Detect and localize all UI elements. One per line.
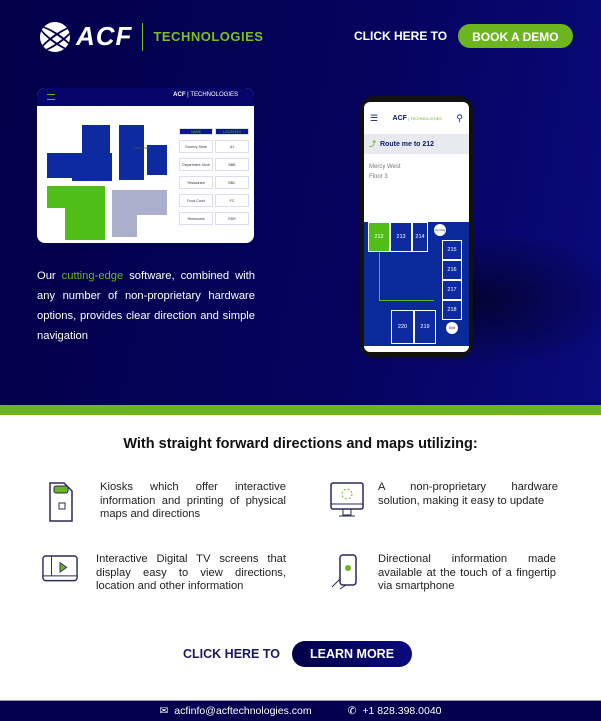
food-court-label: Food Court <box>133 146 151 150</box>
monitor-icon <box>330 482 364 517</box>
footer: ✉ acfinfo@acftechnologies.com ✆ +1 828.398… <box>0 700 601 721</box>
feature-text: A non-proprietary hardware solution, mak… <box>378 481 558 507</box>
desc-text: software, combined with any number of no… <box>37 270 255 342</box>
learn-more-cta: CLICK HERE TO LEARN MORE <box>183 641 413 667</box>
phone-icon: ✆ <box>347 705 357 717</box>
cell: RDR <box>215 212 249 225</box>
cell: Restrooms <box>179 212 213 225</box>
phone-mockup: ☰ ACF | TECHNOLOGIES ⚲ ⤴ Route me to 212… <box>360 96 473 358</box>
email-link[interactable]: ✉ acfinfo@acftechnologies.com <box>159 705 311 717</box>
kiosk-topbar: ACF | TECHNOLOGIES <box>37 88 254 106</box>
phone-link[interactable]: ✆ +1 828.398.0040 <box>348 705 442 717</box>
room-212[interactable]: 212 <box>368 222 390 252</box>
hero-section: ACF TECHNOLOGIES CLICK HERE TO BOOK A DE… <box>0 0 601 405</box>
cell: Department Store <box>179 158 213 171</box>
learn-more-button[interactable]: LEARN MORE <box>292 641 413 667</box>
route-path <box>379 252 380 300</box>
feature-hardware: A non-proprietary hardware solution, mak… <box>330 481 558 523</box>
kiosk-screen-mockup: ACF | TECHNOLOGIES Food Court NAME LOCAT… <box>37 88 254 243</box>
email-text: acfinfo@acftechnologies.com <box>174 705 312 717</box>
header-name: NAME <box>179 128 213 135</box>
location-info: Mercy West Floor 3 <box>364 154 469 219</box>
features-heading: With straight forward directions and map… <box>123 436 478 452</box>
envelope-icon: ✉ <box>159 705 169 717</box>
search-icon: ⚲ <box>456 112 463 123</box>
logo-subtext: TECHNOLOGIES <box>153 29 264 44</box>
feature-kiosk: Kiosks which offer interactive informati… <box>44 481 286 523</box>
book-demo-button[interactable]: BOOK A DEMO <box>458 24 573 48</box>
cta-prefix: CLICK HERE TO <box>183 647 280 661</box>
kiosk-logo: ACF | TECHNOLOGIES <box>173 92 238 98</box>
cell: BBB <box>215 158 249 171</box>
room-220[interactable]: 220 <box>391 310 414 344</box>
up-only-badge: Up Only <box>434 224 446 236</box>
feature-text: Directional information made available a… <box>378 553 556 592</box>
phone-screen: ☰ ACF | TECHNOLOGIES ⚲ ⤴ Route me to 212… <box>364 102 469 352</box>
acf-logo[interactable]: ACF TECHNOLOGIES <box>40 21 263 52</box>
room-217[interactable]: 217 <box>442 280 462 300</box>
route-path <box>379 300 434 301</box>
cell: BBC <box>215 176 249 189</box>
room-215[interactable]: 215 <box>442 240 462 260</box>
green-divider <box>0 405 601 415</box>
tv-screen-icon <box>42 555 78 582</box>
kiosk-icon <box>49 482 73 522</box>
logo-text: ACF <box>76 21 133 51</box>
demo-cta: CLICK HERE TO BOOK A DEMO <box>354 24 573 48</box>
phone-text: +1 828.398.0040 <box>362 705 442 717</box>
room-219[interactable]: 219 <box>414 310 436 344</box>
feature-text: Kiosks which offer interactive informati… <box>100 481 286 520</box>
hero-description: Our cutting-edge software, combined with… <box>37 266 255 346</box>
room-218[interactable]: 218 <box>442 300 462 320</box>
menu-icon <box>47 94 55 100</box>
room-214[interactable]: 214 <box>412 222 428 252</box>
route-bar[interactable]: ⤴ Route me to 212 <box>364 134 469 154</box>
globe-logo-icon <box>40 21 70 52</box>
room-213[interactable]: 213 <box>390 222 412 252</box>
floor-map: 212 213 214 215 216 217 218 219 220 Up O… <box>364 222 469 346</box>
route-label: Route me to 212 <box>380 140 435 148</box>
cell: Grocery Store <box>179 140 213 153</box>
building-name: Mercy West <box>369 164 401 170</box>
cell: A1 <box>215 140 249 153</box>
feature-smartphone: Directional information made available a… <box>330 553 556 595</box>
feature-text: Interactive Digital TV screens that disp… <box>96 553 286 592</box>
table-header: NAME LOCATION <box>179 128 249 135</box>
logo-divider <box>142 22 144 51</box>
smartphone-hand-icon <box>331 554 357 590</box>
cta-prefix: CLICK HERE TO <box>354 29 448 43</box>
cell: Food Court <box>179 194 213 207</box>
phone-logo: ACF | TECHNOLOGIES <box>392 114 442 122</box>
floor-name: Floor 3 <box>369 174 388 180</box>
desc-text: Our <box>37 270 62 282</box>
cell: Restaurant <box>179 176 213 189</box>
desc-highlight: cutting-edge <box>61 270 124 282</box>
header-location: LOCATION <box>215 128 249 135</box>
phone-header: ☰ ACF | TECHNOLOGIES ⚲ <box>364 102 469 134</box>
room-216[interactable]: 216 <box>442 260 462 280</box>
exit-badge: Exit <box>446 322 458 334</box>
mall-map: Food Court <box>47 118 167 243</box>
cell: FC <box>215 194 249 207</box>
feature-tv: Interactive Digital TV screens that disp… <box>42 553 286 595</box>
menu-icon: ☰ <box>370 112 379 123</box>
route-icon: ⤴ <box>369 141 376 148</box>
